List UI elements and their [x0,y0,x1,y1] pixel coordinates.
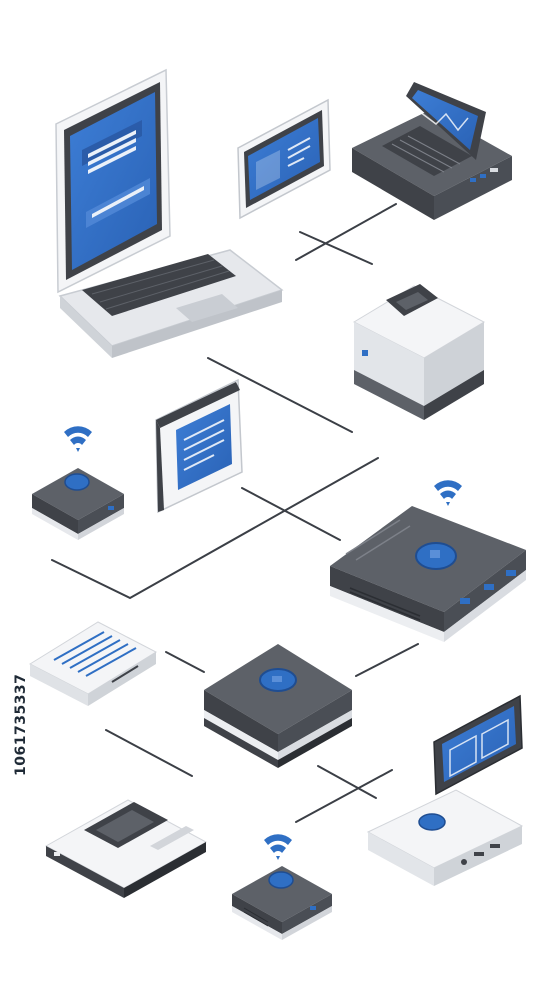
white-modem [28,621,158,706]
display-monitor [433,694,523,796]
small-router-wifi [32,426,124,540]
desktop-screen [412,90,478,150]
media-player-screen [96,810,154,842]
white-cube-device [352,284,486,553]
image-id-text: 1061735337 [13,673,29,776]
large-router-wifi [330,480,526,642]
laptop-touchpad [176,294,238,322]
base-station-button [418,813,446,831]
monitor-small [237,98,331,220]
laptop [55,68,284,358]
white-base-station [366,789,524,886]
monitor-small-screen [248,118,320,200]
media-player [44,799,208,898]
tablet [155,378,243,514]
small-bottom-router-wifi [232,834,332,940]
central-hub [204,644,352,768]
router-button [64,473,90,491]
tablet-screen [176,404,232,490]
router-button [268,871,294,889]
connection-lines [51,203,419,823]
desktop-computer [352,82,512,220]
